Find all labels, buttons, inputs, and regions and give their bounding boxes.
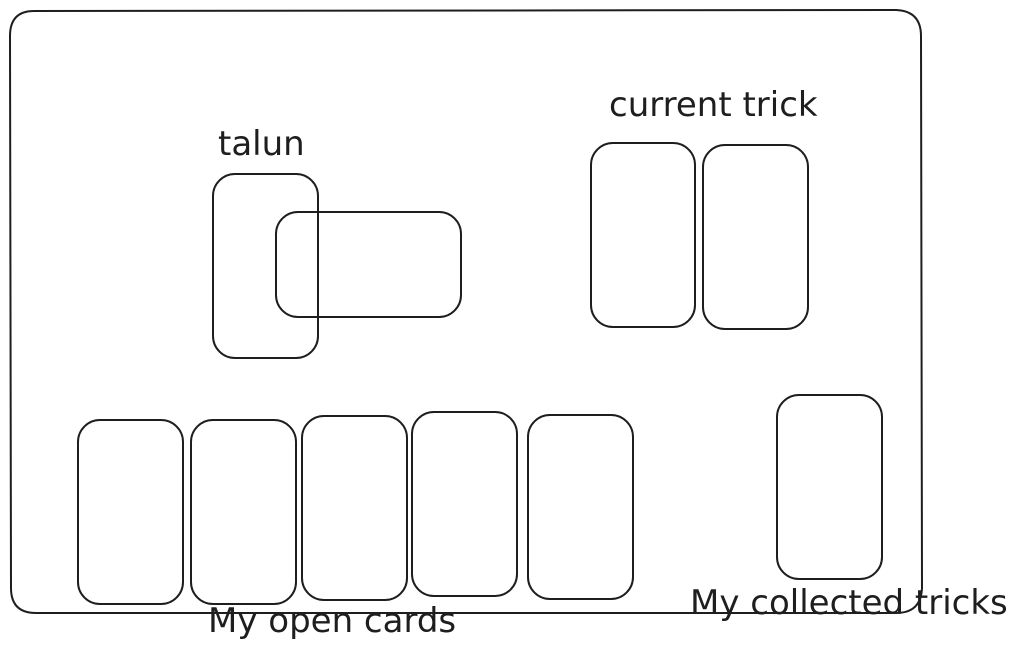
- current-trick-card-1: [590, 142, 696, 328]
- open-card-3: [301, 415, 408, 601]
- table-frame: [9, 9, 923, 614]
- current-trick-card-2: [702, 144, 809, 330]
- open-card-5: [527, 414, 634, 600]
- open-card-1: [77, 419, 184, 605]
- open-card-2: [190, 419, 297, 605]
- talun-label: talun: [218, 124, 305, 164]
- collected-tricks-label: My collected tricks: [690, 583, 1008, 623]
- current-trick-label: current trick: [609, 85, 818, 125]
- collected-tricks-card: [776, 394, 883, 580]
- open-cards-label: My open cards: [208, 601, 456, 641]
- talun-card-horizontal: [275, 211, 462, 318]
- open-card-4: [411, 411, 518, 597]
- talun-card-vertical: [212, 173, 319, 359]
